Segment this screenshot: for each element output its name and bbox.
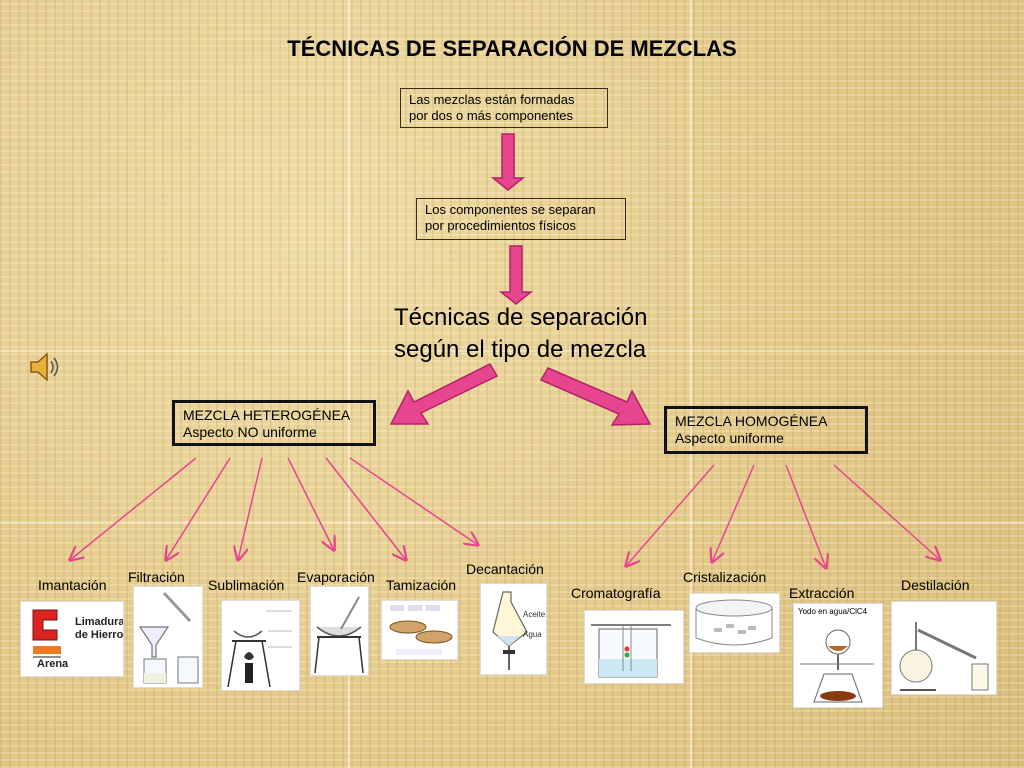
distillation-image [891,601,997,695]
homogeneous-title: MEZCLA HOMOGÉNEA [675,413,828,429]
heterogeneous-mixture-box: MEZCLA HETEROGÉNEA Aspecto NO uniforme [172,400,376,446]
oil-label: Aceite [523,610,546,619]
decantation-image: Aceite Agua [480,583,547,675]
procedures-line-1: Los componentes se separan [425,202,596,217]
technique-cristalizacion: Cristalización [683,569,767,585]
iron-filings-label-1: Limadura [75,616,124,628]
left-diagonal-arrow [389,363,499,425]
evaporation-image [310,586,369,676]
down-arrow [498,245,534,305]
paper-fold [348,0,350,768]
technique-tamizacion: Tamización [386,577,457,593]
separatory-funnel-icon [492,591,528,670]
definition-box: Las mezclas están formadas por dos o más… [400,88,608,128]
procedures-line-2: por procedimientos físicos [425,218,577,233]
homogeneous-mixture-box: MEZCLA HOMOGÉNEA Aspecto uniforme [664,406,868,454]
speaker-icon[interactable] [28,350,62,384]
homogeneous-subtitle: Aspecto uniforme [675,430,784,446]
magnet-icon [32,609,61,658]
sieving-image [381,600,458,660]
technique-imantacion: Imantación [38,577,107,593]
central-heading: Técnicas de separación según el tipo de … [394,302,647,366]
crystallizer-dish-icon [695,599,773,646]
heterogeneous-title: MEZCLA HETEROGÉNEA [183,407,351,423]
sieve-icon [389,605,453,655]
filtration-image [133,586,203,688]
extraction-funnel-icon [800,629,874,703]
chromatography-image [584,610,684,684]
down-arrow [490,133,526,191]
crystallization-image [689,593,780,653]
chromatography-icon [591,624,671,678]
distillation-apparatus-icon [899,622,989,691]
page-title: TÉCNICAS DE SEPARACIÓN DE MEZCLAS [287,36,737,61]
funnel-icon [138,591,199,684]
central-line-1: Técnicas de separación [394,304,648,331]
paper-fold [0,350,1024,352]
paper-fold [0,522,1024,524]
magnet-image: Limadura de Hierro Arena [20,601,124,677]
technique-cromatografia: Cromatografía [571,585,661,601]
central-line-2: según el tipo de mezcla [394,336,647,363]
technique-decantacion: Decantación [466,561,544,577]
right-diagonal-arrow [539,367,652,426]
technique-sublimacion: Sublimación [208,577,285,593]
definition-line-1: Las mezclas están formadas [409,92,575,107]
heterogeneous-subtitle: Aspecto NO uniforme [183,424,317,440]
physical-procedures-box: Los componentes se separan por procedimi… [416,198,626,240]
extraction-image: Yodo en agua/ClC4 [793,603,883,708]
evaporating-dish-icon [314,596,364,674]
iron-filings-label-2: de Hierro [75,629,124,641]
sublimation-image [221,600,300,691]
burner-stand-icon [227,610,292,688]
paper-fold [690,0,692,768]
technique-destilacion: Destilación [901,577,970,593]
technique-evaporacion: Evaporación [297,569,375,585]
sand-label: Arena [37,658,69,670]
iodine-label: Yodo en agua/ClC4 [798,607,868,616]
definition-line-2: por dos o más componentes [409,108,574,123]
water-label: Agua [523,630,542,639]
technique-extraccion: Extracción [789,585,855,601]
technique-filtracion: Filtración [128,569,185,585]
